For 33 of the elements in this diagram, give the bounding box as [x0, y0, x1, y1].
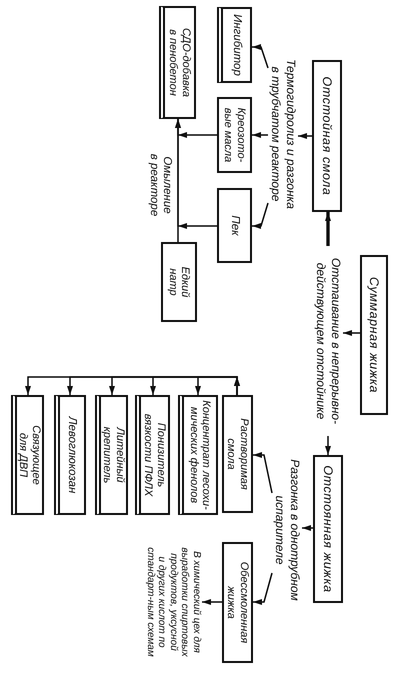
- material-name: Креозото-вые масла: [222, 106, 247, 164]
- product-box: [11, 395, 44, 515]
- product-box: [135, 395, 170, 515]
- product-name: Литейный крепитель: [101, 426, 126, 486]
- product-box: [54, 395, 86, 515]
- product-name: СДО-добавка в пенобетон: [167, 26, 192, 100]
- product-box: [159, 6, 196, 119]
- material-name: Обессмоленная жижка: [225, 560, 250, 646]
- material-name: Суммарная жижка: [367, 276, 381, 394]
- material-box: [217, 97, 252, 173]
- product-name: Связующее для ДВП: [17, 424, 42, 487]
- process-step-text: Разгонка в однотрубном испарителе: [272, 452, 302, 608]
- process-step-text: Отстаивание в непрерывно-действующем отстойнике: [313, 246, 343, 436]
- material-name: Едкий натр: [166, 266, 192, 300]
- material-box: [161, 242, 197, 322]
- product-name: Левоглюкозан: [66, 416, 78, 494]
- product-box: [217, 7, 252, 83]
- material-name: Отстоянная жижка: [321, 465, 335, 593]
- material-box: [360, 255, 388, 415]
- material-name: Растворимая смола: [225, 417, 250, 492]
- material-box: [222, 542, 253, 663]
- product-name: Ингибитор: [230, 14, 243, 76]
- material-name: Отстойная смола: [320, 76, 334, 196]
- material-box: [313, 455, 343, 603]
- material-box: [217, 188, 252, 263]
- destination-text: В химический цех для выработки спиртовых продуктов, уксусной и других кислот по стандарт-ным схемам: [144, 546, 202, 658]
- process-step-text: Термогидролиз и разгонка в трубчатом реакторе: [268, 50, 298, 218]
- product-box: [95, 395, 128, 515]
- material-box: [222, 395, 253, 513]
- product-box: [178, 395, 218, 515]
- material-name: Пек: [228, 215, 241, 236]
- product-name: Понизитель вязкости ПФЛХ: [142, 412, 167, 498]
- material-box: [312, 60, 342, 212]
